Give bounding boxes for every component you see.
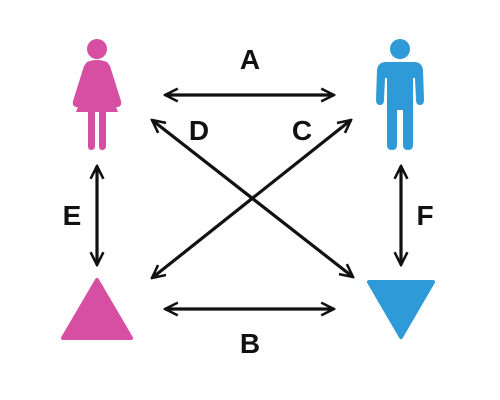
arrow-d: [152, 120, 353, 277]
label-b: B: [240, 328, 260, 359]
label-a: A: [240, 44, 260, 75]
male-person-icon: [376, 39, 424, 150]
label-f: F: [416, 200, 433, 231]
triangle-down-icon: [367, 280, 435, 339]
triangle-up-icon: [61, 278, 133, 340]
label-d: D: [189, 115, 209, 146]
label-c: C: [292, 115, 312, 146]
female-person-icon: [72, 39, 122, 150]
label-e: E: [63, 200, 82, 231]
